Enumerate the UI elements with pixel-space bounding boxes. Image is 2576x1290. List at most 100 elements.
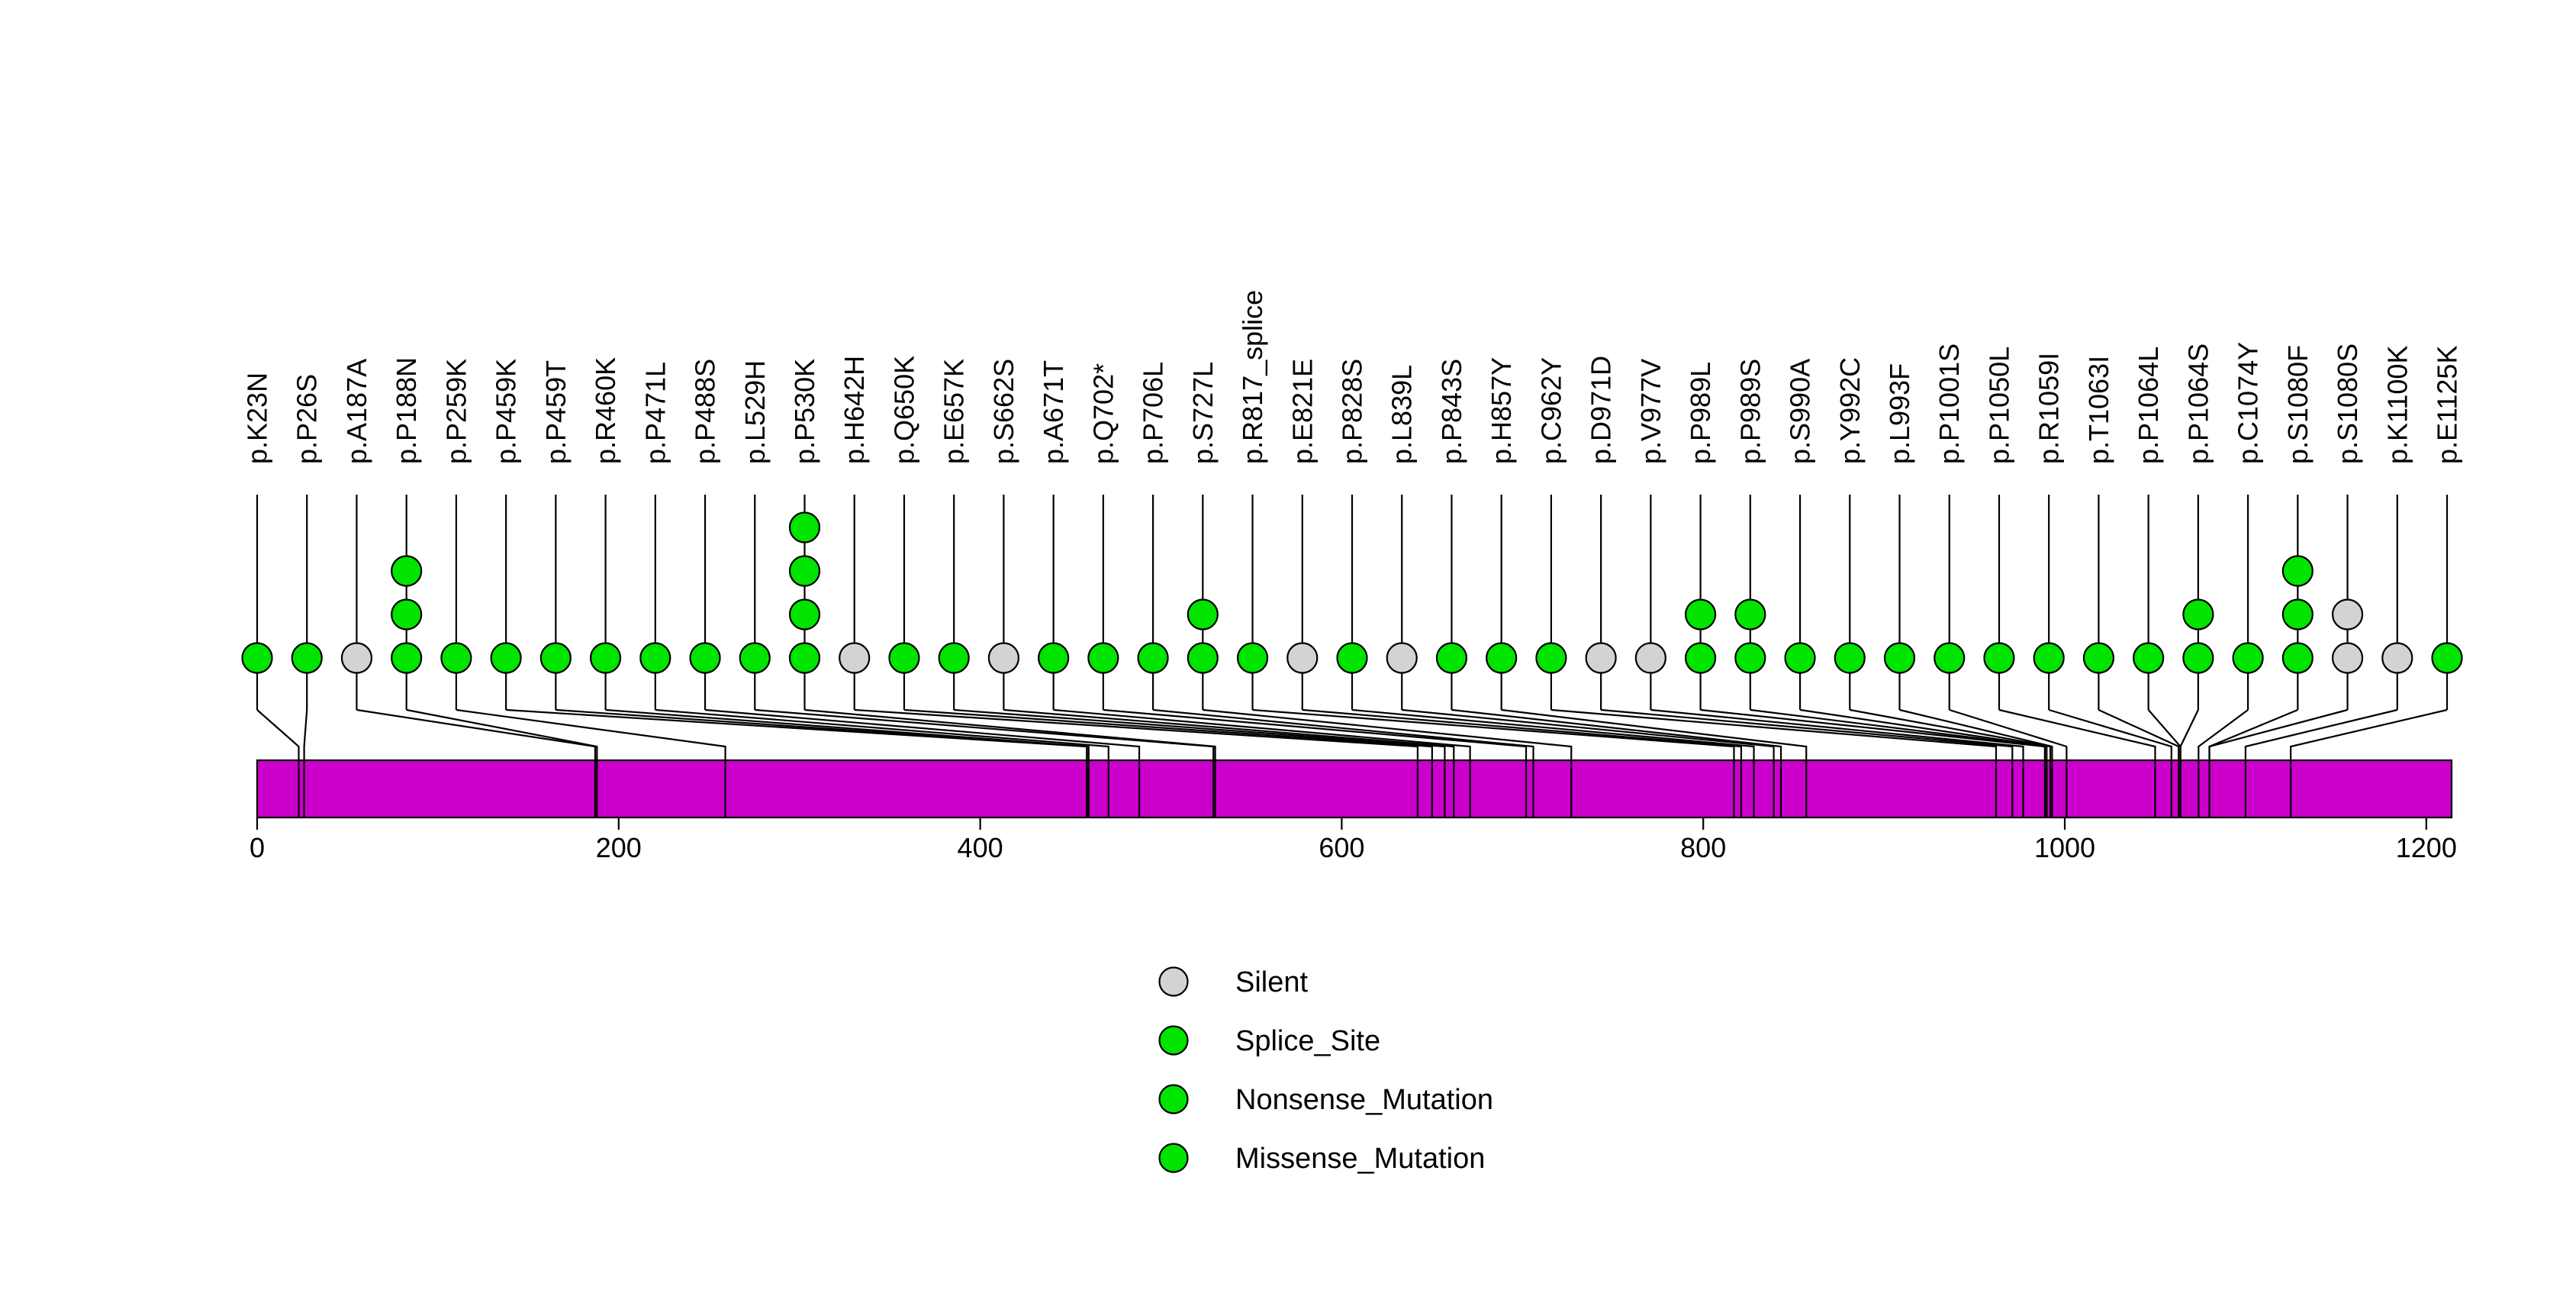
axis-tick-label: 800	[1680, 832, 1726, 863]
mutation-connector	[1152, 708, 1534, 818]
mutation-circle-missense_mutation	[2082, 642, 2115, 674]
mutation-connector	[2048, 708, 2172, 818]
mutation-circle-missense_mutation	[241, 642, 273, 674]
mutation-label: p.D971D	[1586, 356, 1617, 464]
mutation-connector	[1451, 708, 1782, 818]
mutation-circle-nonsense_mutation	[1087, 642, 1119, 674]
mutation-label: p.P706L	[1138, 362, 1169, 464]
mutation-connector	[804, 708, 1216, 818]
mutation-circle-missense_mutation	[1784, 642, 1816, 674]
mutation-label: p.P471L	[639, 362, 671, 464]
mutation-label: p.P828S	[1337, 359, 1368, 464]
legend-swatch-circle	[1158, 966, 1189, 997]
legend-item: Silent	[1158, 966, 1308, 998]
mutation-connector	[1501, 708, 1808, 818]
mutation-label: p.P530K	[789, 359, 820, 464]
mutation-connector	[406, 708, 598, 818]
mutation-circle-missense_mutation	[788, 511, 821, 543]
mutation-connector	[1550, 708, 1998, 818]
mutation-label: p.P1050L	[1983, 347, 2014, 464]
mutation-circle-missense_mutation	[1834, 642, 1866, 674]
mutation-circle-missense_mutation	[291, 642, 323, 674]
mutation-circle-missense_mutation	[1435, 642, 1468, 674]
mutation-connector	[2290, 708, 2448, 818]
mutation-circle-silent	[1585, 642, 1617, 674]
mutation-label: p.E657K	[939, 359, 970, 464]
mutation-connector	[1003, 708, 1455, 818]
mutation-circle-missense_mutation	[2033, 642, 2065, 674]
mutation-circle-missense_mutation	[788, 598, 821, 630]
mutation-circle-missense_mutation	[1137, 642, 1169, 674]
protein-domain-bar	[256, 759, 2453, 819]
mutation-label: p.T1063I	[2083, 356, 2114, 464]
mutation-connector	[1899, 708, 2053, 818]
mutation-label: p.Y992C	[1834, 357, 1866, 464]
mutation-label: p.P488S	[690, 359, 721, 464]
mutation-circle-missense_mutation	[589, 642, 622, 674]
mutation-circle-missense_mutation	[2182, 642, 2214, 674]
mutation-circle-missense_mutation	[689, 642, 721, 674]
mutation-label: p.S727L	[1187, 362, 1219, 464]
mutation-label: p.P989S	[1734, 359, 1766, 464]
mutation-circle-missense_mutation	[1734, 642, 1766, 674]
mutation-connector	[854, 708, 1418, 818]
mutation-circle-missense_mutation	[1983, 642, 2015, 674]
mutation-connector	[655, 708, 1109, 818]
mutation-circle-missense_mutation	[1684, 598, 1717, 630]
mutation-label: p.A187A	[341, 359, 372, 464]
mutation-label: p.S1080S	[2332, 343, 2363, 464]
mutation-circle-missense_mutation	[788, 642, 821, 674]
mutation-label: p.V977V	[1635, 359, 1666, 464]
mutation-label: p.E821E	[1286, 359, 1318, 464]
mutation-label: p.S1080F	[2282, 345, 2314, 464]
legend-item: Missense_Mutation	[1158, 1143, 1485, 1175]
mutation-connector	[1998, 708, 2156, 818]
mutation-circle-missense_mutation	[1038, 642, 1070, 674]
mutation-circle-missense_mutation	[788, 555, 821, 587]
mutation-circle-missense_mutation	[739, 642, 771, 674]
mutation-circle-missense_mutation	[2281, 598, 2314, 630]
legend-label: Nonsense_Mutation	[1235, 1084, 1493, 1116]
mutation-connector	[2098, 708, 2180, 818]
mutation-circle-splice_site	[1236, 642, 1269, 674]
axis-tick-label: 1200	[2396, 832, 2457, 863]
axis-tick-label: 1000	[2034, 832, 2095, 863]
mutation-connector	[1203, 708, 1573, 818]
mutation-circle-missense_mutation	[391, 598, 423, 630]
mutation-circle-missense_mutation	[2182, 598, 2214, 630]
mutation-label: p.P1001S	[1934, 343, 1965, 464]
mutation-circle-missense_mutation	[2281, 642, 2314, 674]
mutation-label: p.P188N	[391, 357, 422, 464]
legend-label: Splice_Site	[1235, 1025, 1380, 1057]
mutation-circle-missense_mutation	[1336, 642, 1368, 674]
mutation-circle-missense_mutation	[1535, 642, 1567, 674]
mutation-circle-missense_mutation	[639, 642, 671, 674]
mutation-connector	[256, 709, 300, 818]
mutation-label: p.P259K	[440, 359, 472, 464]
mutation-label: p.C1074Y	[2233, 342, 2264, 464]
mutation-label: p.H857Y	[1486, 357, 1517, 464]
mutation-label: p.E1125K	[2432, 346, 2463, 464]
mutation-label: p.R1059I	[2033, 353, 2065, 464]
legend-label: Missense_Mutation	[1235, 1143, 1485, 1175]
mutation-connector	[303, 709, 308, 818]
legend-swatch-circle	[1158, 1143, 1189, 1173]
mutation-connector	[704, 708, 1141, 818]
mutation-circle-missense_mutation	[1187, 598, 1219, 630]
axis-tick-label: 200	[596, 832, 642, 863]
mutation-label: p.P459K	[491, 359, 522, 464]
mutation-connector	[605, 708, 1090, 818]
mutation-label: p.R460K	[590, 357, 621, 464]
mutation-circle-missense_mutation	[1187, 642, 1219, 674]
mutation-connector	[1949, 708, 2068, 818]
mutation-connector	[2208, 708, 2348, 818]
mutation-label: p.P989L	[1685, 362, 1716, 464]
mutation-connector	[456, 708, 726, 818]
mutation-circle-missense_mutation	[1734, 598, 1766, 630]
mutation-label: p.Q702*	[1087, 363, 1119, 464]
mutation-connector	[903, 708, 1433, 818]
mutation-circle-missense_mutation	[2431, 642, 2463, 674]
mutation-label: p.H642H	[839, 356, 870, 464]
mutation-label: p.P459T	[540, 360, 572, 464]
